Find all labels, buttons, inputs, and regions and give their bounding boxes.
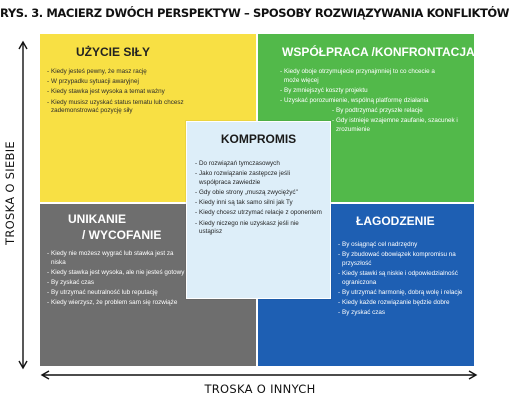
quadrant-avoidance-list: Kiedy nie możesz wygrać lub stawka jest …: [47, 250, 185, 310]
list-item: By zyskać czas: [47, 279, 185, 288]
quadrant-avoidance-title-line2: / WYCOFANIE: [82, 228, 162, 242]
vertical-axis-arrow: [18, 40, 28, 370]
horizontal-axis-arrow: [40, 370, 478, 380]
list-item: Kiedy stawka jest wysoka, ale nie jesteś…: [47, 269, 185, 278]
quadrant-collaboration-list: Kiedy oboje otrzymujecie przynajmniej to…: [280, 68, 460, 136]
list-item: By utrzymać neutralność lub reputację: [47, 289, 185, 298]
list-item: Kiedy każde rozwiązanie będzie dobre: [338, 299, 468, 308]
list-item: By zbudować obowiązek kompromisu na przy…: [338, 251, 468, 268]
list-item: Kiedy nie możesz wygrać lub stawka jest …: [47, 250, 185, 267]
list-item: W przypadku sytuacji awaryjnej: [47, 78, 197, 87]
list-item: Gdy istnieje wzajemne zaufanie, szacunek…: [332, 117, 460, 134]
list-item: Kiedy musisz uzyskać status tematu lub c…: [47, 99, 197, 116]
list-item: By osiągnąć cel nadrzędny: [338, 241, 468, 250]
quadrant-collaboration-title: WSPÓŁPRACA /KONFRONTACJA: [282, 45, 475, 59]
quadrant-collaboration: WSPÓŁPRACA /KONFRONTACJA Kiedy oboje otr…: [258, 34, 475, 202]
list-item: Do rozwiązań tymczasowych: [195, 160, 323, 169]
quadrant-accommodation-title: ŁAGODZENIE: [356, 214, 435, 228]
list-item: Kiedy stawka jest wysoka a temat ważny: [47, 88, 197, 97]
page-title: RYS. 3. MACIERZ DWÓCH PERSPEKTYW – SPOSO…: [0, 6, 509, 20]
list-item: Kiedy inni są tak samo silni jak Ty: [195, 199, 323, 208]
quadrant-accommodation-list: By osiągnąć cel nadrzędny By zbudować ob…: [338, 241, 468, 319]
list-item: Jako rozwiązanie zastępcze jeśli współpr…: [195, 170, 323, 187]
list-item: Uzyskać porozumienie, wspólną platformę …: [280, 97, 460, 106]
list-item: Kiedy oboje otrzymujecie przynajmniej to…: [280, 68, 460, 85]
list-item: Kiedy stawki są niskie i odpowiedzialnoś…: [338, 270, 468, 287]
list-item: Kiedy jesteś pewny, że masz rację: [47, 68, 197, 77]
list-item: Kiedy chcesz utrzymać relacje z oponente…: [195, 209, 323, 218]
list-item: By podtrzymać przyszłe relacje: [332, 107, 460, 116]
axis-label-self: TROSKA O SIEBIE: [3, 141, 17, 245]
quadrant-force-title: UŻYCIE SIŁY: [76, 45, 151, 59]
center-compromise-title: KOMPROMIS: [220, 132, 297, 146]
list-item: By utrzymać harmonię, dobrą wolę i relac…: [338, 289, 468, 298]
list-item: Kiedy wierzysz, że problem sam się rozwi…: [47, 299, 185, 308]
list-item: By zyskać czas: [338, 309, 468, 318]
list-item: By zmniejszyć koszty projektu: [280, 87, 460, 96]
list-item: Kiedy niczego nie uzyskasz jeśli nie ust…: [195, 220, 323, 237]
quadrant-avoidance-title-line1: UNIKANIE: [68, 212, 127, 226]
axis-label-others: TROSKA O INNYCH: [204, 382, 316, 396]
list-item: Gdy obie strony „muszą zwyciężyć": [195, 189, 323, 198]
quadrant-force-list: Kiedy jesteś pewny, że masz rację W przy…: [47, 68, 197, 117]
center-compromise: KOMPROMIS Do rozwiązań tymczasowych Jako…: [186, 121, 331, 299]
center-compromise-list: Do rozwiązań tymczasowych Jako rozwiązan…: [195, 160, 323, 238]
